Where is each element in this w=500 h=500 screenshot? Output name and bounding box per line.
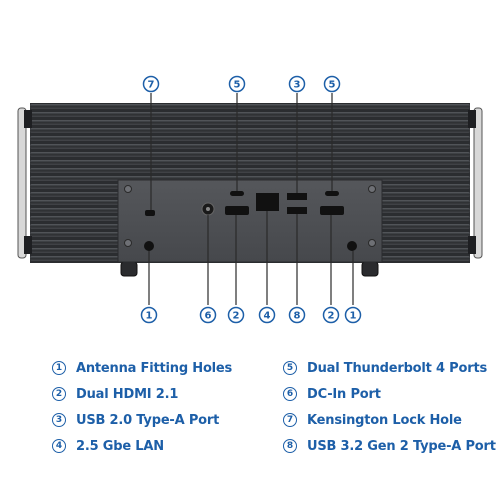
legend-number: 5 — [283, 361, 297, 375]
callout-top-5-right: 5 — [323, 75, 341, 93]
screw — [368, 185, 376, 193]
svg-text:4: 4 — [264, 311, 271, 322]
legend-label: Dual HDMI 2.1 — [76, 386, 179, 402]
left-bracket — [17, 107, 27, 259]
legend-number: 2 — [52, 387, 66, 401]
svg-text:3: 3 — [294, 80, 301, 91]
legend-label: DC-In Port — [307, 386, 381, 402]
legend-label: Dual Thunderbolt 4 Ports — [307, 360, 487, 376]
svg-text:1: 1 — [146, 311, 153, 322]
heatsink-fin — [30, 160, 470, 165]
callout-bottom-8: 8 — [288, 306, 306, 324]
legend: 1 Antenna Fitting Holes 2 Dual HDMI 2.1 … — [0, 352, 500, 492]
callout-top-5-left: 5 — [228, 75, 246, 93]
legend-item-7: 7 Kensington Lock Hole — [283, 410, 462, 430]
legend-label: Antenna Fitting Holes — [76, 360, 233, 376]
svg-text:2: 2 — [233, 311, 240, 322]
io-panel — [117, 179, 383, 263]
heatsink-fin — [30, 112, 470, 117]
callout-top-7: 7 — [142, 75, 160, 93]
svg-text:5: 5 — [329, 80, 336, 91]
svg-text:5: 5 — [234, 80, 241, 91]
heatsink-fin — [30, 144, 470, 149]
heatsink-fin — [30, 136, 470, 141]
legend-number: 7 — [283, 413, 297, 427]
legend-item-2: 2 Dual HDMI 2.1 — [52, 384, 178, 404]
svg-text:6: 6 — [205, 311, 212, 322]
legend-label: USB 3.2 Gen 2 Type-A Port — [307, 438, 496, 454]
svg-text:8: 8 — [294, 311, 301, 322]
kensington-lock-hole — [145, 210, 155, 216]
device-rear-diagram: 7 5 3 5 1 6 2 4 8 2 1 — [17, 75, 483, 324]
heatsink-fin — [30, 104, 470, 109]
legend-item-6: 6 DC-In Port — [283, 384, 381, 404]
legend-item-3: 3 USB 2.0 Type-A Port — [52, 410, 219, 430]
usb2-port — [287, 193, 307, 200]
legend-label: Kensington Lock Hole — [307, 412, 462, 428]
screw — [124, 185, 132, 193]
legend-number: 6 — [283, 387, 297, 401]
leader-lines — [148, 93, 354, 305]
callout-bottom-1-left: 1 — [140, 306, 158, 324]
legend-item-1: 1 Antenna Fitting Holes — [52, 358, 232, 378]
antenna-hole-right — [347, 241, 357, 251]
svg-text:1: 1 — [350, 311, 357, 322]
thunderbolt-port-right — [325, 191, 339, 196]
legend-number: 1 — [52, 361, 66, 375]
antenna-hole-left — [144, 241, 154, 251]
legend-label: 2.5 Gbe LAN — [76, 438, 164, 454]
usb32-port — [287, 207, 307, 214]
hdmi-port-left — [225, 206, 249, 215]
right-bracket — [473, 107, 483, 259]
callout-bottom-1-right: 1 — [344, 306, 362, 324]
callout-top-3: 3 — [288, 75, 306, 93]
legend-number: 3 — [52, 413, 66, 427]
callout-bottom-6: 6 — [199, 306, 217, 324]
legend-label: USB 2.0 Type-A Port — [76, 412, 220, 428]
thunderbolt-port-left — [230, 191, 244, 196]
heatsink-fin — [30, 128, 470, 133]
heatsink-fin — [30, 152, 470, 157]
callout-bottom-2-left: 2 — [227, 306, 245, 324]
legend-item-4: 4 2.5 Gbe LAN — [52, 436, 164, 456]
callout-bottom-4: 4 — [258, 306, 276, 324]
legend-item-5: 5 Dual Thunderbolt 4 Ports — [283, 358, 487, 378]
legend-item-8: 8 USB 3.2 Gen 2 Type-A Port — [283, 436, 496, 456]
legend-number: 8 — [283, 439, 297, 453]
callout-bottom-2-right: 2 — [322, 306, 340, 324]
legend-number: 4 — [52, 439, 66, 453]
hdmi-port-right — [320, 206, 344, 215]
screw — [368, 239, 376, 247]
svg-text:2: 2 — [328, 311, 335, 322]
heatsink-fin — [30, 120, 470, 125]
right-foot — [361, 261, 379, 277]
lan-port — [256, 193, 279, 211]
screw — [124, 239, 132, 247]
heatsink-fin — [30, 168, 470, 173]
svg-text:7: 7 — [148, 80, 155, 91]
left-foot — [120, 261, 138, 277]
